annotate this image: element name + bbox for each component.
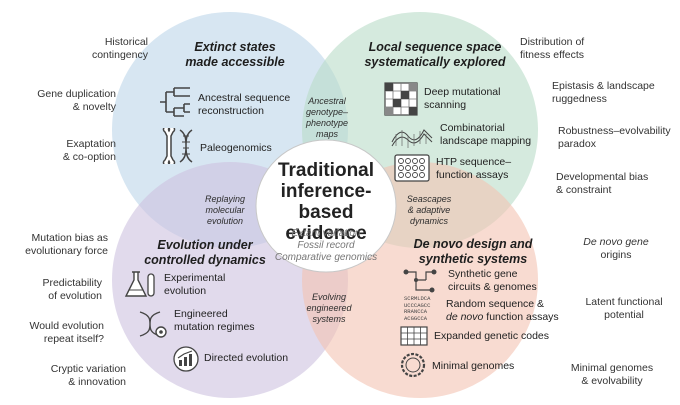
item-htp-assays: HTP sequence–function assays — [436, 156, 512, 181]
dna-icon — [179, 129, 193, 163]
circuit-icon — [403, 269, 437, 293]
left-label-cryptic-variation: Cryptic variation& innovation — [50, 363, 126, 388]
right-label-developmental-bias: Developmental bias& constraint — [556, 171, 649, 196]
item-minimal-genomes: Minimal genomes — [432, 360, 515, 372]
left-label-gene-duplication: Gene duplication& novelty — [37, 88, 116, 113]
item-paleogenomics: Paleogenomics — [200, 142, 272, 154]
genetic-code-table-icon — [400, 326, 428, 346]
random-sequence-glyph: SCRMLDCA UCCCAGCC RRANCCA ACGGCCA — [404, 295, 431, 322]
minimal-genome-icon — [400, 352, 426, 378]
flask-icon — [124, 271, 155, 297]
fitness-landscape-icon — [391, 129, 433, 148]
center-circle — [255, 139, 397, 273]
well-plate-icon — [394, 154, 430, 182]
left-label-exaptation: Exaptation& co-option — [62, 138, 116, 163]
mutation-grid-icon — [384, 82, 418, 116]
item-random-sequence: Random sequence & de novo function assay… — [446, 298, 559, 323]
item-expanded-genetic-codes: Expanded genetic codes — [434, 330, 550, 342]
right-label-minimal-genomes: Minimal genomes& evolvability — [570, 362, 654, 387]
item-directed-evolution: Directed evolution — [204, 352, 289, 364]
dna-gear-icon — [139, 311, 167, 338]
growth-chart-icon — [173, 346, 199, 372]
phylogeny-tree-icon — [160, 87, 190, 117]
bone-icon — [162, 128, 176, 164]
